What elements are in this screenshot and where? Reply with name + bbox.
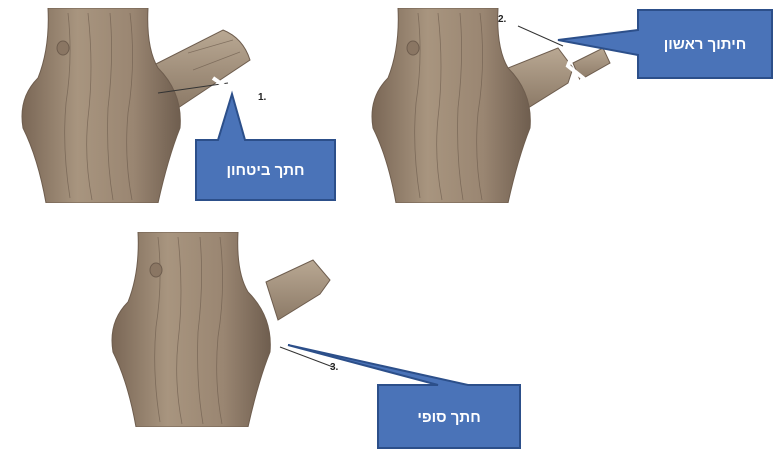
callout-label-first-cut: חיתוך ראשון bbox=[638, 12, 772, 76]
callout-label-safety-cut: חתך ביטחון bbox=[196, 142, 335, 198]
callout-label-final-cut: חתך סופי bbox=[378, 388, 520, 446]
